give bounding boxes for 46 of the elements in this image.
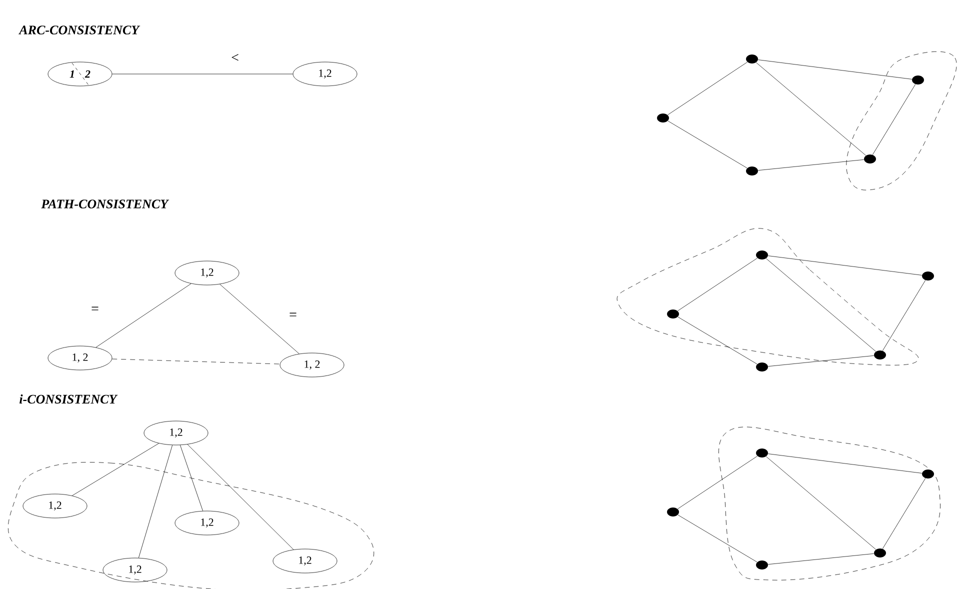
graph-vertex	[912, 76, 924, 84]
edge-label: =	[288, 312, 298, 320]
graph-vertex	[746, 54, 758, 64]
graph-vertex	[874, 350, 886, 360]
section-title: i-CONSISTENCY	[20, 394, 118, 404]
graph-vertex	[756, 448, 768, 458]
edge-line	[758, 159, 864, 171]
edge-line	[187, 444, 294, 550]
graph-vertex	[922, 272, 934, 280]
edge-line	[768, 454, 922, 474]
edge-line	[180, 444, 204, 512]
edge-line	[872, 84, 916, 155]
edge-line	[768, 256, 922, 276]
graph-vertex	[657, 114, 669, 122]
section-title: ARC-CONSISTENCY	[18, 26, 140, 34]
edge-line	[882, 280, 926, 351]
edge-line	[677, 258, 758, 312]
edge-line	[758, 60, 912, 80]
edge-line	[882, 478, 926, 549]
edge-line	[678, 514, 758, 562]
graph-vertex	[864, 154, 876, 164]
graph-vertex	[746, 166, 758, 176]
edge-line	[220, 284, 300, 354]
graph-vertex	[756, 250, 768, 260]
graph-vertex	[667, 508, 679, 516]
graph-vertex	[756, 560, 768, 570]
edge-line	[668, 120, 748, 168]
edge-line	[766, 258, 876, 352]
edge-line	[72, 443, 160, 496]
edge-line	[756, 62, 866, 156]
edge-line	[138, 444, 173, 558]
section-title: PATH-CONSISTENCY	[41, 200, 170, 208]
edge-line	[96, 283, 192, 348]
edge-line	[768, 355, 874, 367]
edge-line	[768, 553, 874, 565]
edge-label: <	[230, 52, 240, 64]
graph-vertex	[667, 310, 679, 318]
edge-line	[766, 456, 876, 550]
edge-line	[667, 62, 748, 116]
edge-line	[677, 456, 758, 510]
edge-label: =	[90, 306, 100, 314]
graph-vertex	[922, 470, 934, 478]
edge-line	[678, 316, 758, 364]
graph-vertex	[756, 362, 768, 372]
edge-line	[112, 358, 280, 364]
graph-vertex	[874, 548, 886, 558]
